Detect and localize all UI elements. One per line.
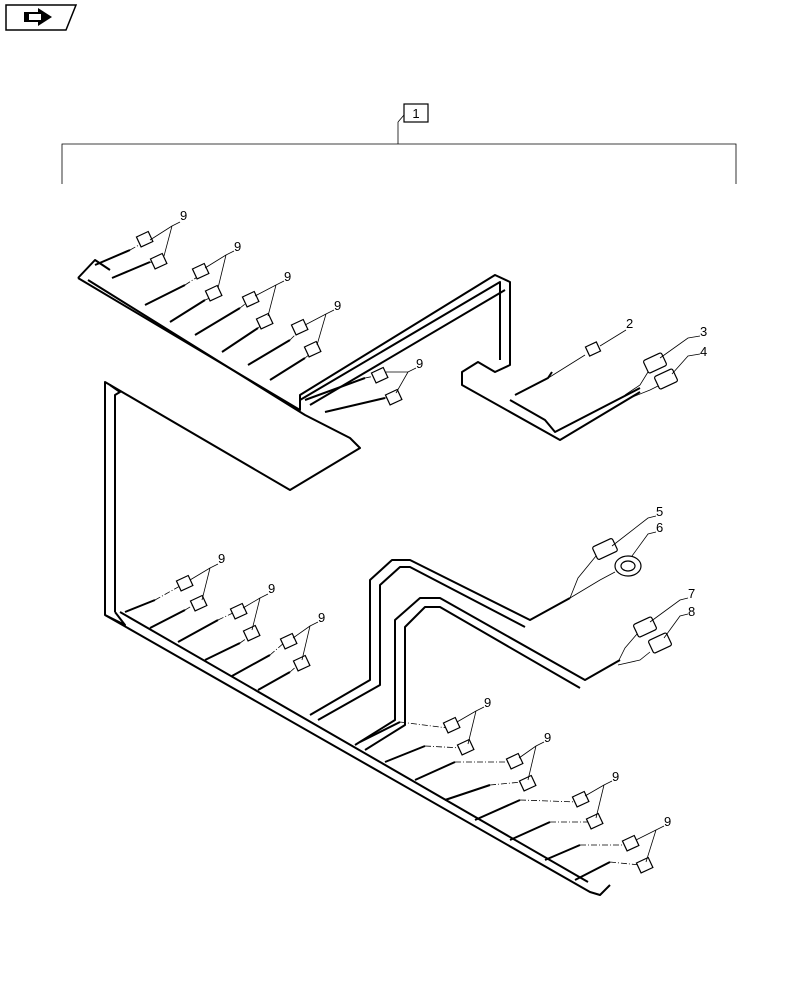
callout-3: 3: [700, 324, 707, 339]
connector-4: [629, 368, 678, 399]
assembly-bracket: 1: [61, 103, 737, 184]
connector-9: [229, 602, 261, 642]
harness-upper: [77, 259, 641, 441]
lower-branch-stubs: [124, 585, 641, 881]
callout-9: 9: [544, 730, 551, 745]
connector-9: [621, 834, 654, 874]
connector-9: [442, 716, 475, 756]
harness-left-loop: [104, 382, 126, 626]
upper-branch-stubs: [94, 239, 396, 413]
assembly-label-box: [403, 103, 429, 123]
connector-2: [544, 341, 602, 381]
callout-2: 2: [626, 316, 633, 331]
callout-9: 9: [234, 239, 241, 254]
callout-9: 9: [318, 610, 325, 625]
callout-9: 9: [612, 769, 619, 784]
connector-9: [191, 262, 223, 302]
next-page-arrow-icon: [24, 8, 52, 26]
callout-leaders: [149, 221, 701, 863]
callout-labels: 9 9 9 9 9 9 9 9 9 9 9 9 2 3 4 5 6 7 8: [180, 208, 707, 829]
callout-9: 9: [664, 814, 671, 829]
harness-bundles: [77, 259, 641, 896]
connector-9: [175, 574, 208, 612]
connector-group-9: [135, 230, 654, 874]
callout-9: 9: [334, 298, 341, 313]
connector-7: [617, 616, 657, 663]
harness-lower-branch-a: [309, 559, 571, 721]
callout-7: 7: [688, 586, 695, 601]
callout-9: 9: [416, 356, 423, 371]
connector-9: [370, 366, 403, 406]
callout-8: 8: [688, 604, 695, 619]
assembly-label: 1: [412, 106, 419, 121]
callout-9: 9: [484, 695, 491, 710]
harness-upper-right-branch: [299, 281, 506, 406]
connector-9: [279, 632, 311, 672]
harness-lower-branch-b: [354, 597, 621, 751]
connector-9: [505, 752, 537, 792]
callout-9: 9: [180, 208, 187, 223]
connector-9: [290, 318, 322, 358]
connector-9: [241, 290, 274, 330]
callout-6: 6: [656, 520, 663, 535]
connector-9: [571, 790, 604, 830]
connector-5: [569, 538, 618, 599]
callout-9: 9: [218, 551, 225, 566]
connector-9: [135, 230, 168, 270]
callout-4: 4: [700, 344, 707, 359]
callout-9: 9: [284, 269, 291, 284]
callout-9: 9: [268, 581, 275, 596]
connector-3: [624, 352, 667, 396]
connector-6: [569, 555, 642, 599]
harness-lower-main: [104, 611, 611, 896]
connector-8: [617, 632, 672, 666]
callout-5: 5: [656, 504, 663, 519]
next-page-button[interactable]: [5, 4, 78, 31]
